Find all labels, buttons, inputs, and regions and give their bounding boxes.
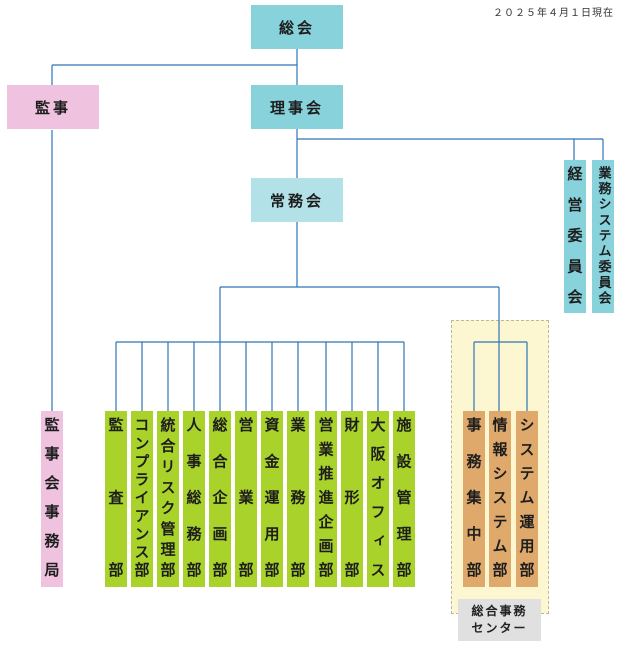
department-box-compliance: コンプライアンス部 [131, 411, 153, 587]
department-label: 営業推進企画部 [316, 417, 335, 577]
general-meeting-box: 総会 [251, 5, 343, 49]
department-label: コンプライアンス部 [132, 417, 151, 577]
board-box: 理事会 [251, 85, 343, 129]
department-box-audit: 監査部 [105, 411, 127, 587]
department-box-osaka: 大阪オフィス [367, 411, 389, 587]
center-department-label: 事務集中部 [464, 417, 483, 577]
management-committee-box: 経営委員会 [564, 160, 586, 313]
center-label-line1: 総合事務 [471, 604, 528, 618]
department-box-investment: 資金運用部 [261, 411, 283, 587]
business-system-committee-label: 業務システム委員会 [595, 166, 611, 304]
general-meeting-label: 総会 [278, 18, 315, 37]
department-box-risk: 統合リスク管理部 [157, 411, 179, 587]
department-label: 総合企画部 [210, 417, 229, 577]
center-department-label: システム運用部 [517, 417, 536, 577]
department-label: 財形部 [342, 417, 361, 577]
general-admin-center-label: 総合事務 センター [458, 599, 541, 641]
department-box-planning: 総合企画部 [209, 411, 231, 587]
department-box-sales-promotion: 営業推進企画部 [315, 411, 337, 587]
center-department-box-processing: 事務集中部 [463, 411, 485, 587]
department-label: 営業部 [236, 417, 255, 577]
executive-committee-box: 常務会 [251, 178, 343, 222]
department-label: 施設管理部 [394, 417, 413, 577]
department-box-operations: 業務部 [287, 411, 309, 587]
department-box-sales: 営業部 [235, 411, 257, 587]
executive-committee-label: 常務会 [269, 191, 324, 210]
business-system-committee-box: 業務システム委員会 [592, 160, 614, 313]
audit-office-box: 監事会事務局 [41, 411, 63, 587]
center-department-label: 情報システム部 [490, 417, 509, 577]
department-label: 業務部 [288, 417, 307, 577]
auditor-box: 監事 [7, 85, 99, 129]
department-label: 資金運用部 [262, 417, 281, 577]
center-department-box-system-ops: システム運用部 [516, 411, 538, 587]
department-label: 人事総務部 [184, 417, 203, 577]
as-of-date: ２０２５年４月１日現在 [493, 8, 614, 19]
department-label: 監査部 [106, 417, 125, 577]
auditor-label: 監事 [34, 98, 71, 117]
management-committee-label: 経営委員会 [565, 166, 584, 304]
department-label: 大阪オフィス [368, 417, 387, 577]
board-label: 理事会 [269, 98, 324, 117]
department-label: 統合リスク管理部 [158, 417, 177, 577]
center-department-box-is: 情報システム部 [489, 411, 511, 587]
audit-office-label: 監事会事務局 [42, 417, 61, 577]
center-label-line2: センター [471, 621, 528, 635]
department-box-hr: 人事総務部 [183, 411, 205, 587]
department-box-zaikei: 財形部 [341, 411, 363, 587]
department-box-facilities: 施設管理部 [393, 411, 415, 587]
